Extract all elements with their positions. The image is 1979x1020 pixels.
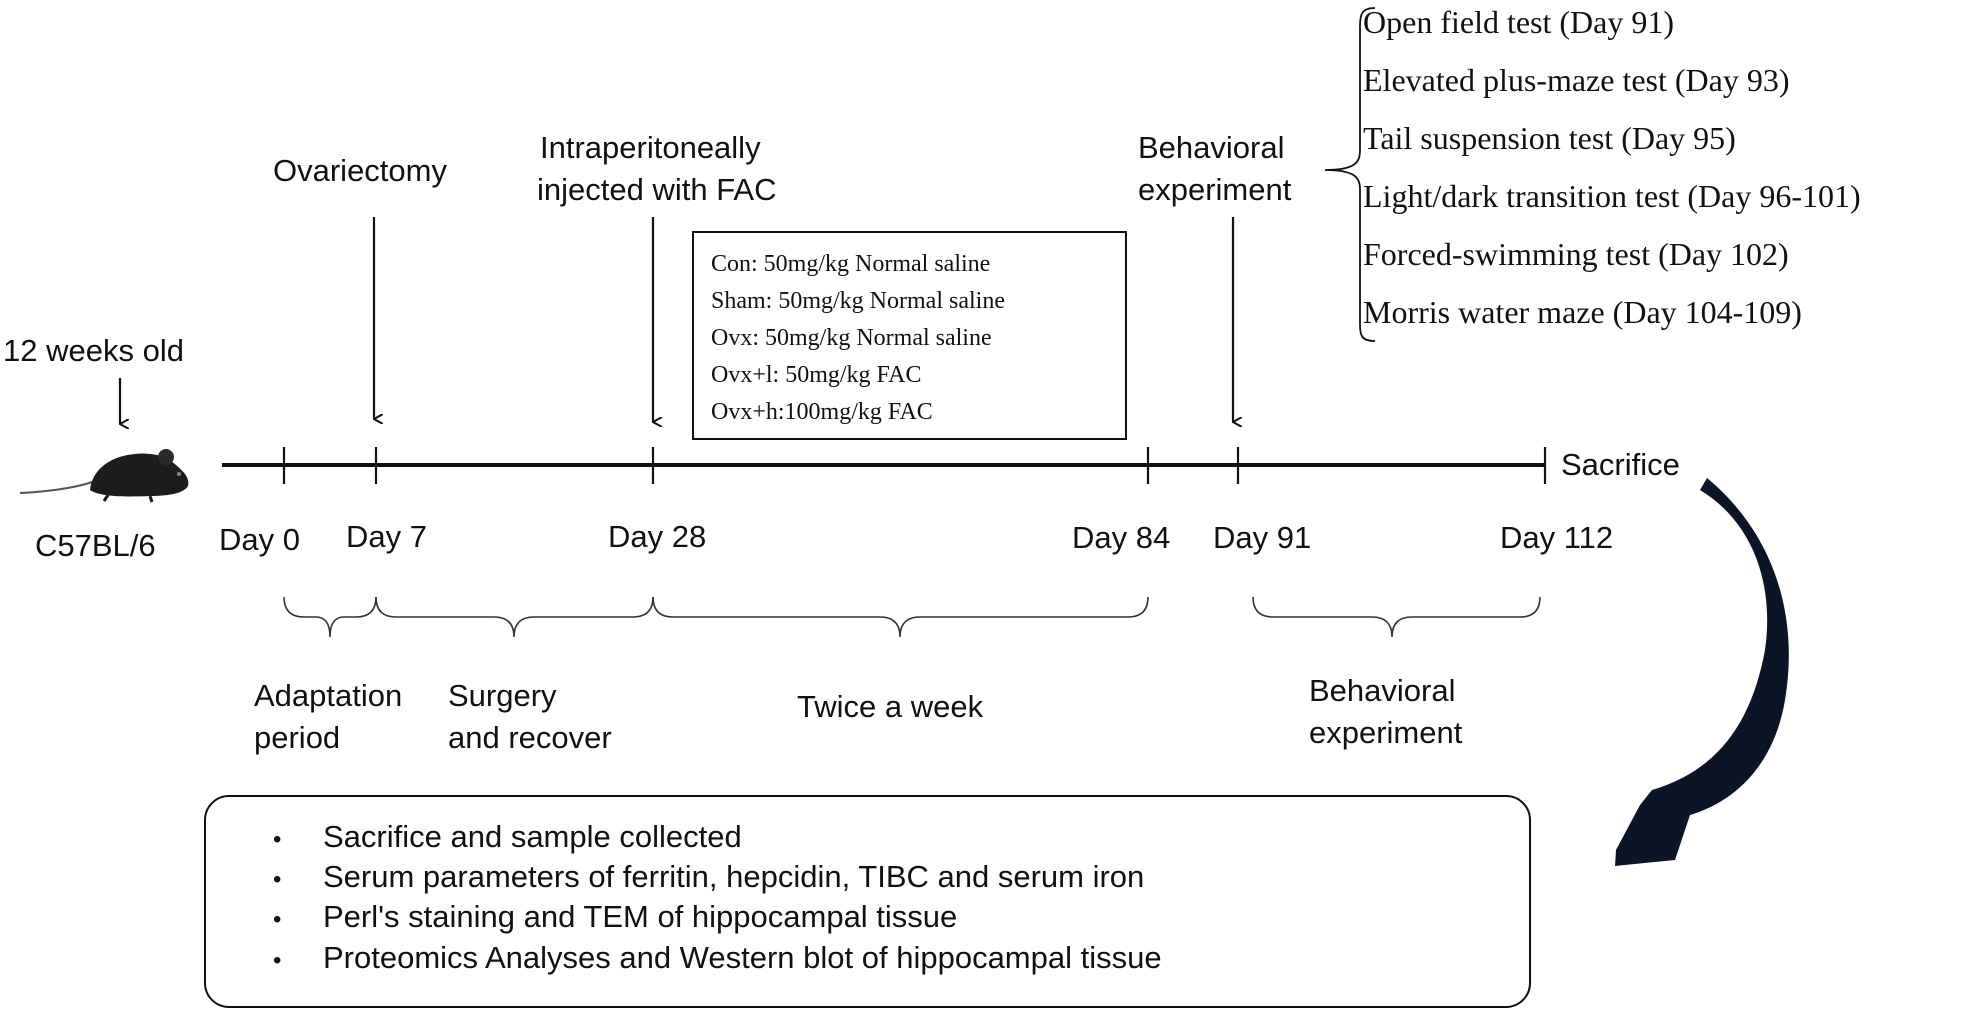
analysis-item-3: Perl's staining and TEM of hippocampal t… [323, 899, 957, 934]
sacrifice-label: Sacrifice [1561, 447, 1680, 482]
behavior-label-line2: experiment [1138, 172, 1292, 207]
twice-a-week-label: Twice a week [797, 689, 984, 724]
behavioral-tests-list: Open field test (Day 91) Elevated plus-m… [1363, 4, 1861, 330]
test-morris-maze: Morris water maze (Day 104-109) [1363, 294, 1802, 330]
test-light-dark: Light/dark transition test (Day 96-101) [1363, 178, 1861, 214]
behavioral-period-line1: Behavioral [1309, 673, 1455, 708]
test-tail-suspension: Tail suspension test (Day 95) [1363, 120, 1736, 156]
analysis-bullet-4: • [273, 947, 281, 974]
age-label: 12 weeks old [3, 333, 184, 368]
adaptation-label-line2: period [254, 720, 340, 755]
ovariectomy-label: Ovariectomy [273, 153, 447, 188]
day-label-7: Day 7 [346, 519, 427, 554]
analysis-item-2: Serum parameters of ferritin, hepcidin, … [323, 859, 1144, 894]
surgery-label-line2: and recover [448, 720, 612, 755]
day-label-28: Day 28 [608, 519, 706, 554]
analysis-bullet-3: • [273, 906, 281, 933]
analyses-box: • Sacrifice and sample collected • Serum… [204, 795, 1531, 1008]
test-forced-swimming: Forced-swimming test (Day 102) [1363, 236, 1789, 272]
brace-injection [652, 596, 1149, 638]
curved-arrow-icon [1615, 478, 1789, 866]
treatment-groups-box: Con: 50mg/kg Normal saline Sham: 50mg/kg… [692, 231, 1127, 440]
injection-label-line2: injected with FAC [537, 172, 777, 207]
strain-label: C57BL/6 [35, 528, 156, 563]
behavior-label-line1: Behavioral [1138, 130, 1284, 165]
day-label-112: Day 112 [1500, 520, 1613, 555]
group-ovx-low: Ovx+l: 50mg/kg FAC [711, 362, 921, 388]
day-label-91: Day 91 [1213, 520, 1311, 555]
test-plus-maze: Elevated plus-maze test (Day 93) [1363, 62, 1790, 98]
period-braces [283, 596, 1541, 638]
group-con: Con: 50mg/kg Normal saline [711, 251, 990, 277]
test-open-field: Open field test (Day 91) [1363, 4, 1674, 40]
timeline-ticks [282, 447, 1547, 484]
group-sham: Sham: 50mg/kg Normal saline [711, 288, 1005, 314]
day-label-84: Day 84 [1072, 520, 1170, 555]
tests-brace [1324, 7, 1376, 342]
mouse-icon [19, 449, 189, 503]
analysis-bullet-2: • [273, 866, 281, 893]
brace-behavioral [1252, 596, 1541, 638]
analysis-item-1: Sacrifice and sample collected [323, 819, 742, 854]
injection-label-line1: Intraperitoneally [540, 130, 761, 165]
brace-adaptation [283, 596, 377, 638]
analysis-item-4: Proteomics Analyses and Western blot of … [323, 940, 1162, 975]
behavioral-period-line2: experiment [1309, 715, 1463, 750]
brace-surgery [375, 596, 654, 638]
adaptation-label-line1: Adaptation [254, 678, 402, 713]
group-ovx-high: Ovx+h:100mg/kg FAC [711, 399, 933, 425]
group-ovx: Ovx: 50mg/kg Normal saline [711, 325, 992, 351]
surgery-label-line1: Surgery [448, 678, 557, 713]
day-label-0: Day 0 [219, 522, 300, 557]
analysis-bullet-1: • [273, 826, 281, 853]
